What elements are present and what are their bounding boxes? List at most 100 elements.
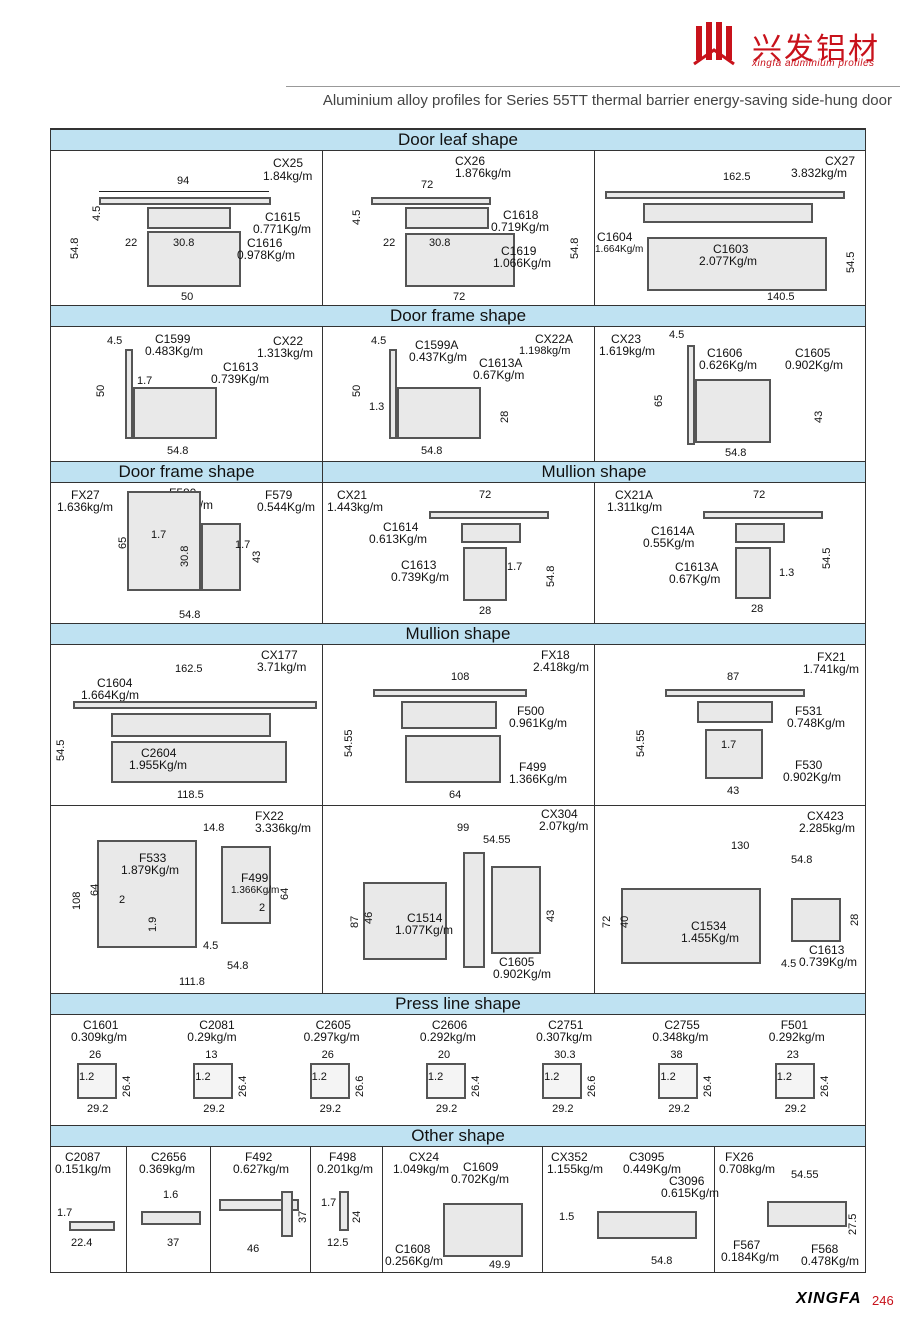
dim-label: 26.4 bbox=[237, 1075, 250, 1097]
dim-label: 54.5 bbox=[821, 547, 833, 569]
profile-shape bbox=[339, 1191, 349, 1231]
profile-shape bbox=[389, 349, 397, 439]
part-code: F567 bbox=[733, 1238, 761, 1252]
profile-shape bbox=[658, 1063, 699, 1099]
part-weight: 0.483Kg/m bbox=[145, 344, 204, 358]
profile-cell-cx21a: CX21A 1.311kg/m 72 C1614A 0.55Kg/m C1613… bbox=[595, 483, 865, 623]
profile-weight: 1.84kg/m bbox=[263, 169, 313, 183]
dim-label: 50 bbox=[95, 384, 107, 397]
profile-shape bbox=[703, 511, 823, 519]
profile-code: CX352 bbox=[551, 1150, 588, 1164]
dim-label: 14.8 bbox=[203, 822, 225, 834]
profile-cell-cx26: CX26 1.876kg/m 72 4.5 22 30.8 54.8 72 C1… bbox=[323, 151, 595, 305]
profile-shape bbox=[735, 547, 771, 599]
dim-label: 72 bbox=[421, 179, 434, 191]
dim-label: 130 bbox=[731, 840, 750, 852]
profile-sheet: Door leaf shape CX25 1.84kg/m 94 4.5 54.… bbox=[50, 128, 866, 1273]
dim-label: 29.2 bbox=[784, 1103, 807, 1115]
part-code: C1608 bbox=[395, 1242, 431, 1256]
profile-cell-cx304: CX304 2.07kg/m 99 54.55 C1514 1.077Kg/m … bbox=[323, 805, 595, 993]
dim-label: 1.7 bbox=[151, 529, 167, 541]
part-weight: 1.664Kg/m bbox=[81, 688, 140, 702]
dim-label: 1.7 bbox=[507, 561, 523, 573]
dim-label: 54.8 bbox=[69, 237, 81, 259]
dim-label: 28 bbox=[751, 603, 764, 615]
profile-code: C2606 bbox=[431, 1018, 468, 1032]
dim-label: 50 bbox=[181, 291, 194, 303]
profile-shape bbox=[443, 1203, 523, 1257]
profile-shape bbox=[371, 197, 491, 205]
dim-label: 54.8 bbox=[725, 447, 747, 459]
dim-label: 1.7 bbox=[321, 1197, 337, 1209]
dim-label: 26 bbox=[89, 1049, 102, 1061]
profile-shape bbox=[133, 387, 217, 439]
part-weight: 0.739Kg/m bbox=[211, 372, 270, 386]
dim-label: 1.2 bbox=[660, 1071, 676, 1083]
dim-label: 22.4 bbox=[71, 1237, 93, 1249]
profile-cell-cx22: CX22 1.313kg/m C1599 0.483Kg/m C1613 0.7… bbox=[51, 327, 323, 461]
profile-shape bbox=[461, 523, 521, 543]
section-header-mullion-2: Mullion shape bbox=[51, 623, 865, 645]
profile-shape bbox=[141, 1211, 201, 1225]
dim-line bbox=[99, 191, 269, 192]
part-code: C1619 bbox=[501, 244, 537, 258]
part-code: C1599A bbox=[415, 338, 459, 352]
profile-weight: 1.313kg/m bbox=[257, 346, 314, 360]
dim-label: 108 bbox=[71, 891, 83, 910]
profile-weight: 1.619kg/m bbox=[599, 344, 656, 358]
part-weight: 0.978Kg/m bbox=[237, 248, 296, 262]
part-weight: 1.366Kg/m bbox=[509, 772, 568, 786]
profile-weight: 0.151kg/m bbox=[55, 1162, 112, 1176]
profile-cell-cx23: CX23 1.619kg/m C1606 0.626Kg/m C1605 0.9… bbox=[595, 327, 865, 461]
part-code: C1514 bbox=[407, 911, 443, 925]
profile-weight: 0.29kg/m bbox=[187, 1030, 237, 1044]
part-code: F533 bbox=[139, 851, 167, 865]
profile-cell-cx27: CX27 3.832kg/m 162.5 54.5 140.5 C1604 1.… bbox=[595, 151, 865, 305]
profile-weight: 3.71kg/m bbox=[257, 660, 307, 674]
dim-label: 29.2 bbox=[435, 1103, 458, 1115]
part-weight: 1.879Kg/m bbox=[121, 863, 180, 877]
dim-label: 1.2 bbox=[776, 1071, 792, 1083]
dim-label: 28 bbox=[479, 605, 492, 617]
profile-code: F501 bbox=[780, 1018, 809, 1032]
profile-shape bbox=[99, 197, 271, 205]
profile-weight: 2.418kg/m bbox=[533, 660, 590, 674]
profile-weight: 1.049kg/m bbox=[393, 1162, 450, 1176]
profile-code: FX26 bbox=[725, 1150, 754, 1164]
profile-shape bbox=[542, 1063, 583, 1099]
profile-weight: 1.741kg/m bbox=[803, 662, 860, 676]
dim-label: 54.8 bbox=[167, 445, 189, 457]
profile-shape bbox=[401, 701, 497, 729]
part-weight: 2.077Kg/m bbox=[699, 254, 758, 268]
section-header-door-leaf: Door leaf shape bbox=[51, 129, 865, 151]
profile-cell-cx423: CX423 2.285kg/m 130 54.8 C1534 1.455Kg/m… bbox=[595, 805, 865, 993]
part-weight: 0.902Kg/m bbox=[785, 358, 844, 372]
profile-shape bbox=[687, 345, 695, 445]
profile-shape bbox=[774, 1063, 815, 1099]
profile-shape bbox=[281, 1191, 293, 1237]
part-weight: 0.771Kg/m bbox=[253, 222, 312, 236]
profile-cell-f498: F498 0.201kg/m 1.7 24 12.5 bbox=[311, 1147, 383, 1272]
profile-weight: 0.201kg/m bbox=[317, 1162, 374, 1176]
dim-label: 4.5 bbox=[669, 329, 685, 341]
profile-shape bbox=[363, 882, 447, 960]
dim-label: 4.5 bbox=[107, 335, 123, 347]
profile-shape bbox=[397, 387, 481, 439]
part-weight: 0.449Kg/m bbox=[623, 1162, 682, 1176]
part-weight: 0.67Kg/m bbox=[669, 572, 721, 586]
dim-label: 1.2 bbox=[427, 1071, 444, 1083]
dim-label: 26.6 bbox=[586, 1075, 599, 1097]
dim-label: 54.55 bbox=[635, 729, 647, 757]
dim-label: 1.7 bbox=[57, 1207, 73, 1219]
dim-label: 54.8 bbox=[791, 854, 813, 866]
dim-label: 111.8 bbox=[179, 976, 205, 988]
profile-code: CX22A bbox=[535, 332, 574, 346]
dim-label: 162.5 bbox=[175, 663, 203, 675]
profile-cell-cx177: CX177 3.71kg/m 162.5 C1604 1.664Kg/m C26… bbox=[51, 645, 323, 805]
dim-label: 1.7 bbox=[235, 539, 251, 551]
profile-code: FX27 bbox=[71, 488, 100, 502]
dim-label: 50 bbox=[351, 384, 363, 397]
part-code: C1613 bbox=[223, 360, 259, 374]
